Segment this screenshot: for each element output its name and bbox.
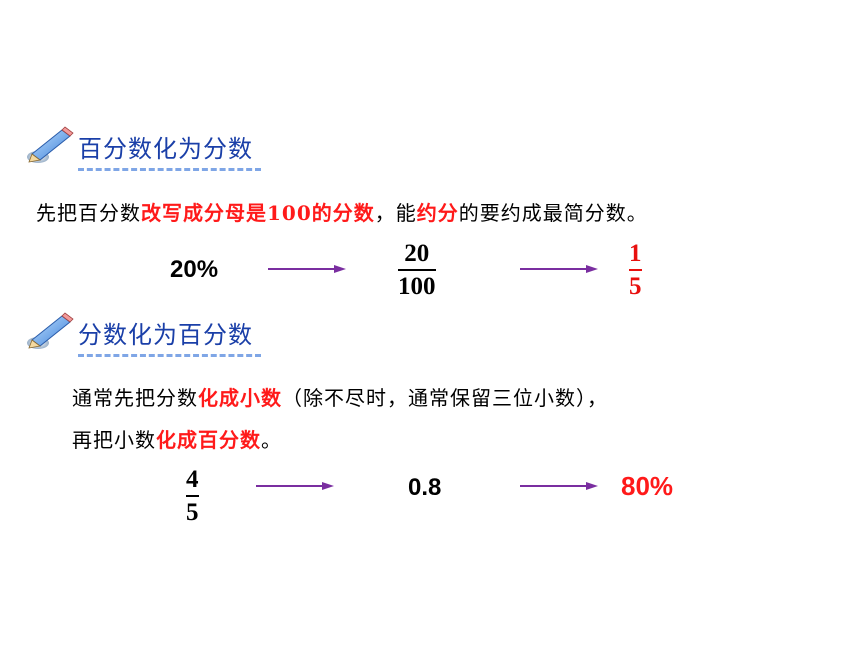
arrow-icon xyxy=(520,482,598,490)
pencil-icon xyxy=(27,126,74,163)
rule-highlight: 化成小数 xyxy=(198,386,282,410)
rule-text: 再把小数 xyxy=(72,428,156,452)
example2-result-percent: 80% xyxy=(621,471,674,501)
section2-rule-line2: 再把小数化成百分数。 xyxy=(72,424,282,453)
rule-highlight: 约分 xyxy=(416,201,459,225)
example1-percent: 20% xyxy=(170,256,219,283)
example2-decimal: 0.8 xyxy=(408,474,442,501)
section2-heading-text: 分数化为百分数 xyxy=(78,315,261,357)
numerator: 20 xyxy=(404,240,430,267)
rule-text: 通常先把分数 xyxy=(72,386,198,410)
rule-text: ，能 xyxy=(374,201,417,225)
denominator: 5 xyxy=(629,273,642,300)
denominator: 100 xyxy=(398,273,436,300)
rule-text: 的要约成最简分数。 xyxy=(458,201,648,225)
rule-text: 先把百分数 xyxy=(36,201,141,225)
arrow-icon xyxy=(520,265,598,273)
example1-result-fraction: 1 5 xyxy=(629,241,642,299)
section1-heading-text: 百分数化为分数 xyxy=(78,129,261,171)
example1-fraction: 20 100 xyxy=(398,241,436,299)
section1-rule: 先把百分数改写成分母是100的分数，能约分的要约成最简分数。 xyxy=(36,197,648,226)
rule-text: （除不尽时，通常保留三位小数）， xyxy=(282,386,608,410)
pencil-icon xyxy=(27,312,74,349)
denominator: 5 xyxy=(186,499,199,526)
numerator: 4 xyxy=(186,466,199,493)
numerator: 1 xyxy=(629,240,642,267)
rule-text: 。 xyxy=(261,428,282,452)
arrow-icon xyxy=(256,482,334,490)
section2-rule-line1: 通常先把分数化成小数（除不尽时，通常保留三位小数）， xyxy=(72,382,608,411)
arrow-icon xyxy=(268,265,346,273)
section2-heading: 分数化为百分数 xyxy=(18,310,261,357)
section1-heading: 百分数化为分数 xyxy=(18,124,261,171)
example2-fraction: 4 5 xyxy=(186,467,199,525)
rule-highlight: 改写成分母是100的分数 xyxy=(141,201,375,225)
rule-highlight: 化成百分数 xyxy=(156,428,261,452)
